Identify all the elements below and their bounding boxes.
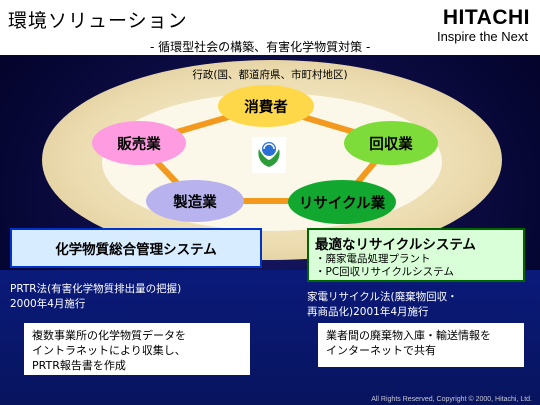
copyright-text: All Rights Reserved, Copyright © 2000, H… bbox=[371, 396, 532, 403]
brand-tagline: Inspire the Next bbox=[436, 29, 528, 44]
page-subtitle: - 循環型社会の構築、有害化学物質対策 - bbox=[150, 40, 371, 54]
government-label: 行政(国、都道府県、市町村地区) bbox=[192, 69, 348, 81]
description-line: 複数事業所の化学物質データを bbox=[32, 329, 186, 342]
description-line: 業者間の廃棄物入庫・輸送情報を bbox=[326, 329, 491, 342]
description-line: イントラネットにより収集し、 bbox=[32, 344, 186, 357]
node-collection: 回収業 bbox=[344, 121, 438, 165]
diagram-panel: 行政(国、都道府県、市町村地区) 消費者 販売業 回収業 製造業 リサイクル業 … bbox=[0, 55, 540, 405]
prtr-description-box: 複数事業所の化学物質データを イントラネットにより収集し、 PRTR報告書を作成 bbox=[24, 323, 250, 375]
recycle-emblem-icon bbox=[252, 137, 286, 173]
recycling-item: ・廃家電品処理プラント bbox=[315, 253, 431, 265]
recycling-system-box: 最適なリサイクルシステム ・廃家電品処理プラント ・PC回収リサイクルシステム bbox=[307, 228, 525, 282]
recycling-law-note: 家電リサイクル法(廃棄物回収・ 再商品化)2001年4月施行 bbox=[307, 290, 532, 320]
description-line: インターネットで共有 bbox=[326, 344, 436, 357]
waste-info-box: 業者間の廃棄物入庫・輸送情報を インターネットで共有 bbox=[318, 323, 524, 367]
chemical-management-title: 化学物質総合管理システム bbox=[10, 228, 262, 268]
prtr-note: PRTR法(有害化学物質排出量の把握) 2000年4月施行 bbox=[10, 282, 270, 312]
recycling-date-text: 再商品化)2001年4月施行 bbox=[307, 306, 429, 318]
node-recycling: リサイクル業 bbox=[288, 180, 396, 224]
hitachi-logo: HITACHI bbox=[442, 6, 530, 29]
prtr-law-text: PRTR法(有害化学物質排出量の把握) bbox=[10, 283, 182, 295]
prtr-date-text: 2000年4月施行 bbox=[10, 298, 86, 310]
recycling-item: ・PC回収リサイクルシステム bbox=[315, 266, 454, 278]
node-manufacturing: 製造業 bbox=[146, 180, 244, 222]
description-line: PRTR報告書を作成 bbox=[32, 359, 126, 372]
recycling-system-title: 最適なリサイクルシステム bbox=[315, 237, 476, 253]
recycling-law-text: 家電リサイクル法(廃棄物回収・ bbox=[307, 291, 458, 303]
node-consumer: 消費者 bbox=[218, 85, 314, 127]
node-sales: 販売業 bbox=[92, 121, 186, 165]
page-title: 環境ソリューション bbox=[8, 10, 188, 32]
